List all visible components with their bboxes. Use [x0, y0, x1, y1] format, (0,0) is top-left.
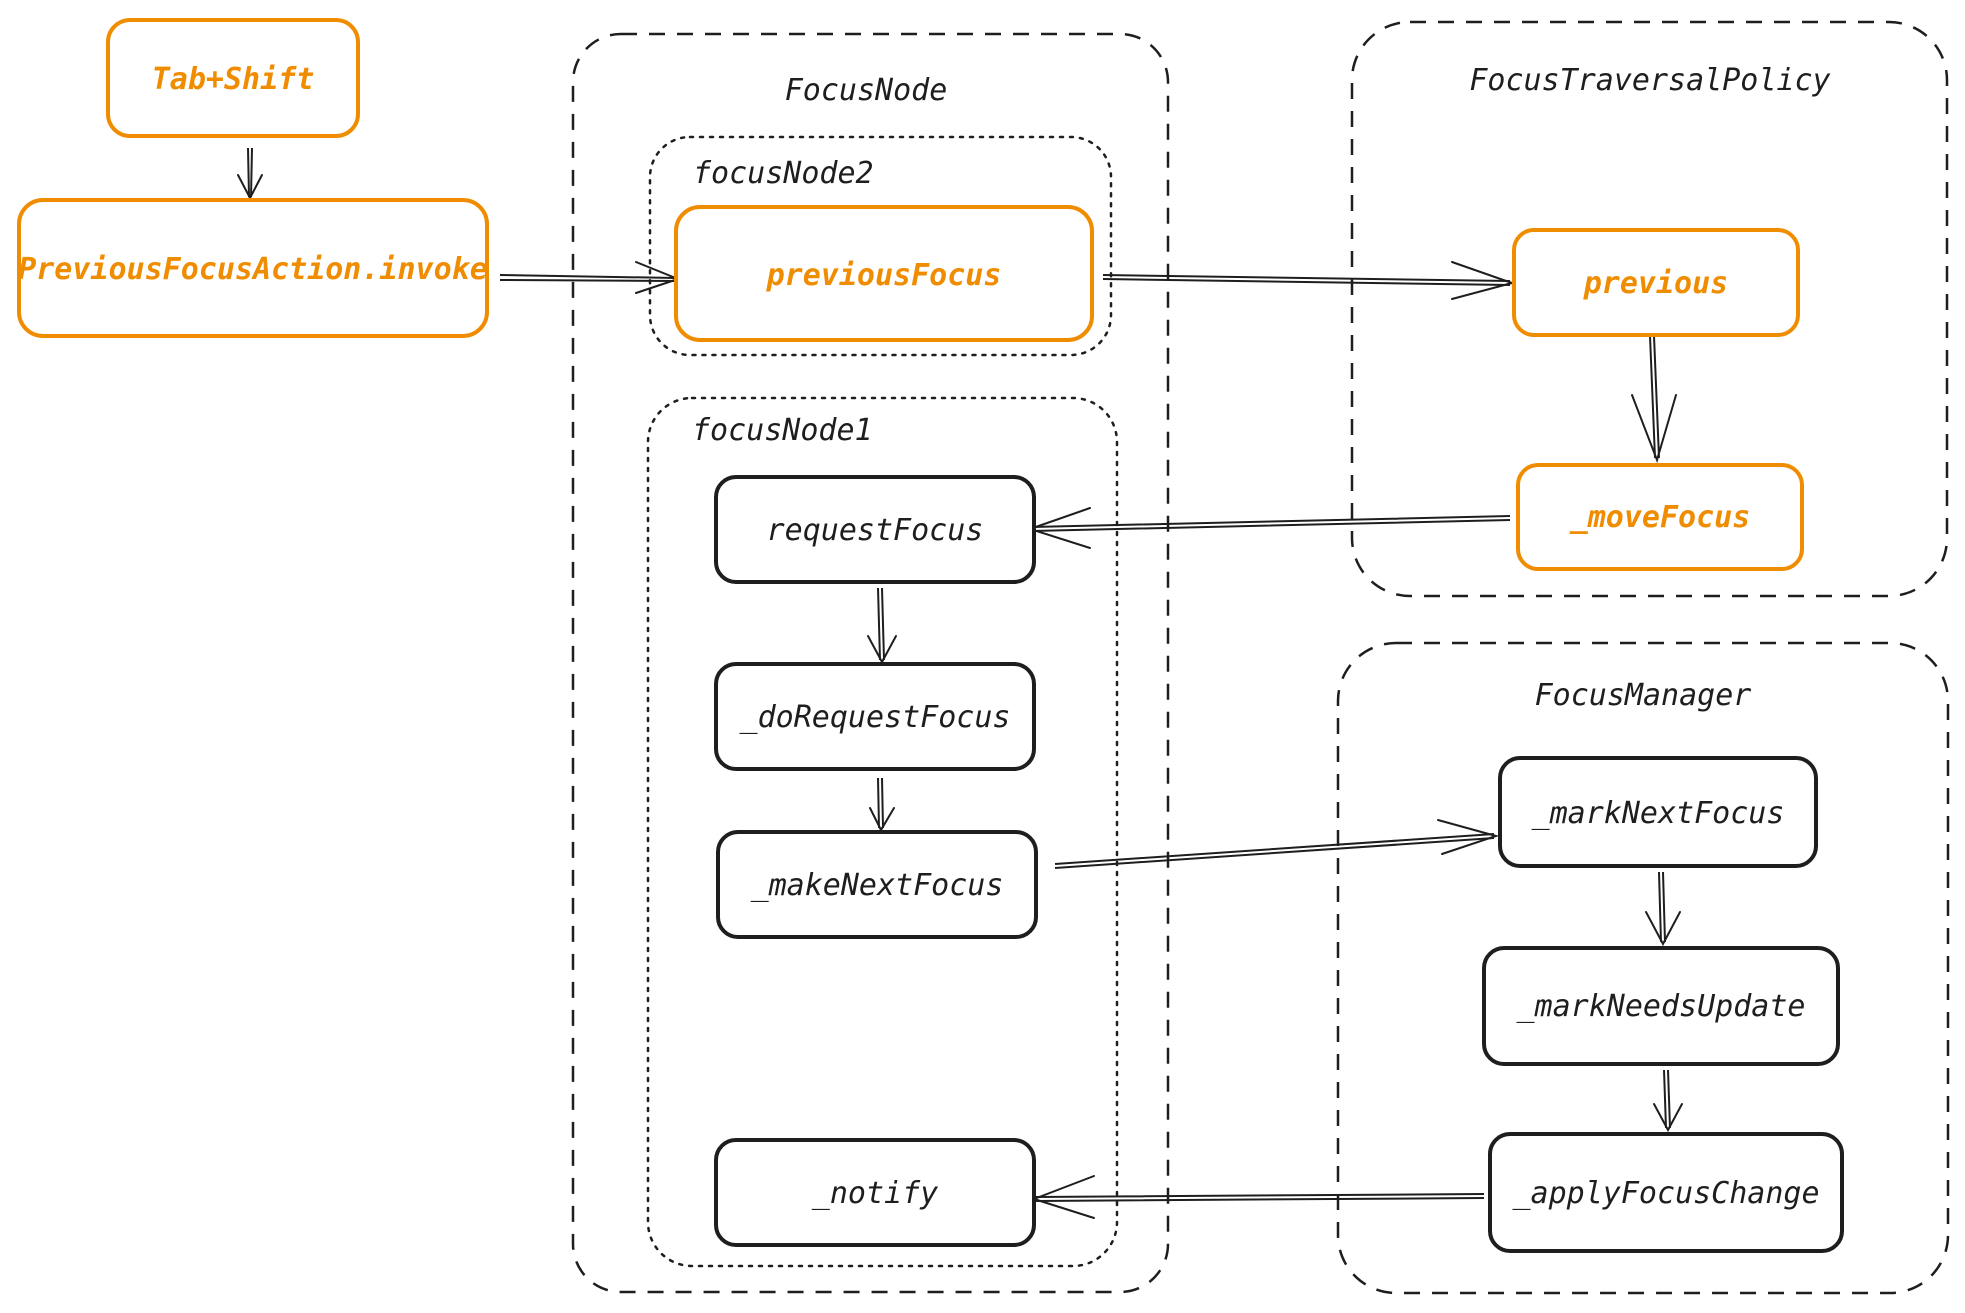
previous-rect — [1512, 228, 1800, 337]
box-mark-needs-update: _markNeedsUpdate — [1482, 946, 1840, 1066]
make-next-focus-rect — [716, 830, 1038, 939]
arrow-mark-needs-update-to-apply-focus-change — [1653, 1069, 1683, 1133]
box-apply-focus-change: _applyFocusChange — [1488, 1132, 1844, 1253]
previous-focus-action-invoke-rect — [17, 198, 489, 338]
focus-traversal-policy-container — [1350, 20, 1949, 598]
arrows — [237, 147, 1683, 1219]
apply-focus-change-label: _applyFocusChange — [1512, 1176, 1819, 1211]
arrow-make-next-focus-to-mark-next-focus — [1054, 819, 1500, 869]
mark-next-focus-rect — [1498, 756, 1818, 868]
apply-focus-change-rect — [1488, 1132, 1844, 1253]
focus-node-1-title: focusNode1 — [692, 413, 873, 448]
box-make-next-focus: _makeNextFocus — [716, 830, 1038, 939]
focus-node-container — [571, 32, 1170, 1294]
previous-focus-action-invoke-label: PreviousFocusAction.invoke — [18, 252, 488, 287]
box-previous: previous — [1512, 228, 1800, 337]
arrow-request-focus-to-do-request-focus — [867, 587, 897, 665]
tab-shift-rect — [106, 18, 360, 138]
request-focus-rect — [714, 475, 1036, 584]
arrow-previous-focus-to-previous — [1102, 261, 1516, 300]
box-move-focus: _moveFocus — [1516, 463, 1804, 571]
move-focus-label: _moveFocus — [1570, 500, 1751, 535]
box-previous-focus-action-invoke: PreviousFocusAction.invoke — [17, 198, 489, 338]
focus-manager-group: FocusManager — [1336, 641, 1950, 1295]
do-request-focus-rect — [714, 662, 1036, 771]
make-next-focus-label: _makeNextFocus — [751, 868, 1004, 903]
box-mark-next-focus: _markNextFocus — [1498, 756, 1818, 868]
arrow-move-focus-to-request-focus — [1026, 507, 1511, 549]
box-previous-focus: previousFocus — [674, 205, 1094, 342]
focus-node-title: FocusNode — [785, 73, 948, 108]
box-do-request-focus: _doRequestFocus — [714, 662, 1036, 771]
previous-focus-rect — [674, 205, 1094, 342]
focus-node-group: FocusNode — [571, 32, 1170, 1294]
notify-rect — [714, 1138, 1036, 1247]
arrow-apply-focus-change-to-notify — [1030, 1175, 1485, 1219]
box-tab-shift: Tab+Shift — [106, 18, 360, 138]
previous-focus-label: previousFocus — [766, 258, 1002, 293]
do-request-focus-label: _doRequestFocus — [740, 700, 1011, 735]
focus-node-2-container — [648, 135, 1113, 357]
focus-manager-title: FocusManager — [1535, 678, 1752, 713]
focus-node-2-title: focusNode2 — [693, 156, 874, 191]
arrow-mark-next-focus-to-mark-needs-update — [1645, 871, 1681, 947]
arrow-do-request-focus-to-make-next-focus — [869, 777, 895, 833]
previous-label: previous — [1583, 266, 1729, 301]
focus-node-1-container — [646, 396, 1119, 1268]
box-request-focus: requestFocus — [714, 475, 1036, 584]
arrow-invoke-to-previous-focus — [499, 261, 681, 294]
move-focus-rect — [1516, 463, 1804, 571]
notify-label: _notify — [812, 1176, 938, 1211]
focus-traversal-policy-title: FocusTraversalPolicy — [1469, 63, 1830, 98]
request-focus-label: requestFocus — [767, 513, 984, 548]
focus-node-2-group: focusNode2 — [648, 135, 1113, 357]
arrow-previous-to-move-focus — [1631, 335, 1677, 464]
mark-needs-update-rect — [1482, 946, 1840, 1066]
focus-manager-container — [1336, 641, 1950, 1295]
focus-traversal-policy-group: FocusTraversalPolicy — [1350, 20, 1949, 598]
mark-needs-update-label: _markNeedsUpdate — [1517, 989, 1806, 1024]
box-notify: _notify — [714, 1138, 1036, 1247]
tab-shift-label: Tab+Shift — [152, 62, 315, 97]
arrow-tab-shift-to-invoke — [237, 147, 263, 201]
mark-next-focus-label: _markNextFocus — [1532, 796, 1785, 831]
focus-node-1-group: focusNode1 — [646, 396, 1119, 1268]
